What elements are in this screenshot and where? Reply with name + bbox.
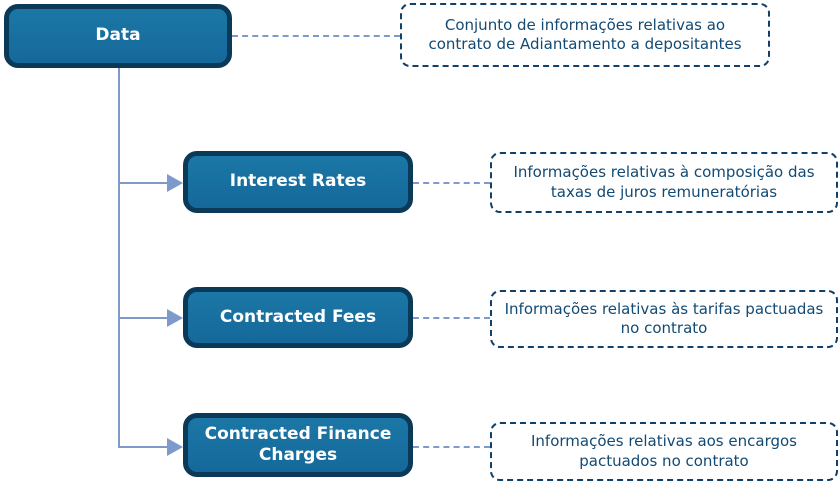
contracted-fees-node-label: Contracted Fees [219, 306, 377, 327]
interest-rates-node-label: Interest Rates [229, 171, 367, 192]
arrowhead-icon-interest-rates [167, 174, 183, 192]
branch-line-interest-rates [118, 182, 168, 184]
trunk-connector-line [118, 68, 120, 448]
contracted-finance-charges-description-note: Informações relativas aos encargos pactu… [490, 422, 838, 481]
data-node: Data [4, 4, 232, 68]
interest-rates-description-note: Informações relativas à composição das t… [490, 152, 838, 213]
contracted-finance-charges-description-text: Informações relativas aos encargos pactu… [530, 432, 797, 470]
contracted-fees-node: Contracted Fees [183, 287, 413, 348]
arrowhead-icon-contracted-finance-charges [167, 438, 183, 456]
note-connector-interest-rates [413, 182, 490, 184]
contracted-fees-description-text: Informações relativas às tarifas pactuad… [504, 299, 824, 338]
contracted-fees-description-note: Informações relativas às tarifas pactuad… [490, 290, 838, 348]
contracted-finance-charges-node: Contracted Finance Charges [183, 413, 413, 477]
interest-rates-description-text: Informações relativas à composição das t… [513, 163, 815, 201]
arrowhead-icon-contracted-fees [167, 309, 183, 327]
contracted-finance-charges-node-label: Contracted Finance Charges [204, 423, 392, 465]
branch-line-contracted-fees [118, 317, 168, 319]
data-description-text: Conjunto de informações relativas ao con… [428, 15, 742, 54]
data-description-note: Conjunto de informações relativas ao con… [400, 3, 770, 67]
note-connector-contracted-finance-charges [413, 446, 490, 448]
branch-line-contracted-finance-charges [118, 446, 168, 448]
interest-rates-node: Interest Rates [183, 151, 413, 213]
note-connector-data [232, 35, 400, 37]
data-node-label: Data [95, 25, 141, 46]
note-connector-contracted-fees [413, 317, 490, 319]
